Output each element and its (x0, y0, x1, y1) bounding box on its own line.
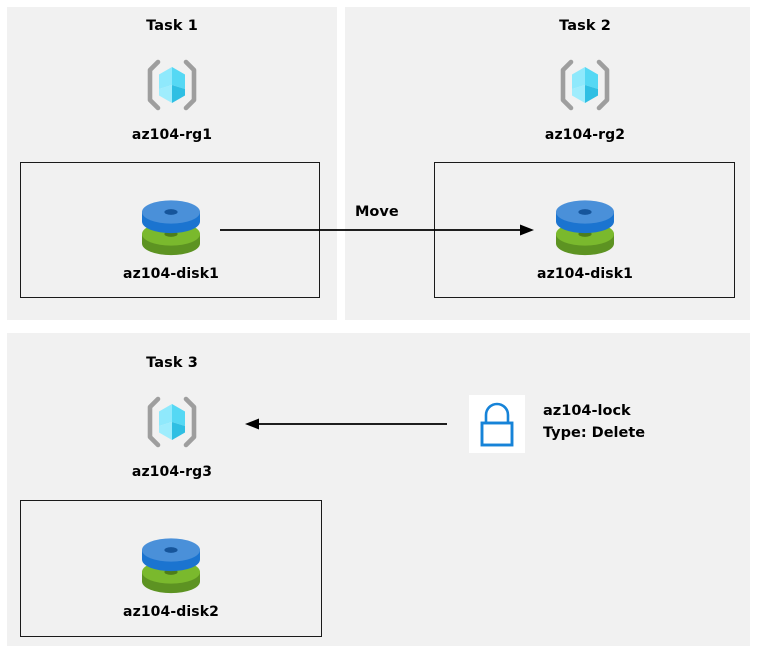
move-arrow-label: Move (355, 204, 399, 220)
resource-3-label: az104-disk2 (123, 604, 219, 620)
resource-group-icon (141, 54, 203, 116)
resource-group-1-label: az104-rg1 (131, 127, 213, 143)
task-2-title: Task 2 (559, 18, 611, 34)
managed-disk-icon (134, 193, 208, 265)
lock-type: Type: Delete (543, 425, 646, 441)
task-panel-2 (345, 7, 750, 320)
resource-2-label: az104-disk1 (537, 266, 633, 282)
resource-container-3 (20, 500, 322, 637)
lock-name-label: az104-lock Type: Delete (543, 400, 645, 444)
task-1-title: Task 1 (146, 18, 198, 34)
managed-disk-icon (548, 193, 622, 265)
managed-disk-icon (134, 531, 208, 603)
resource-group-3-label: az104-rg3 (131, 464, 213, 480)
resource-group-icon (141, 391, 203, 453)
task-3-title: Task 3 (146, 355, 198, 371)
resource-group-icon (554, 54, 616, 116)
task-panel-1 (7, 7, 337, 320)
padlock-icon (469, 395, 525, 453)
resource-1-label: az104-disk1 (123, 266, 219, 282)
task-panel-3 (7, 333, 750, 646)
resource-group-2-label: az104-rg2 (544, 127, 626, 143)
lock-name: az104-lock (543, 403, 631, 419)
